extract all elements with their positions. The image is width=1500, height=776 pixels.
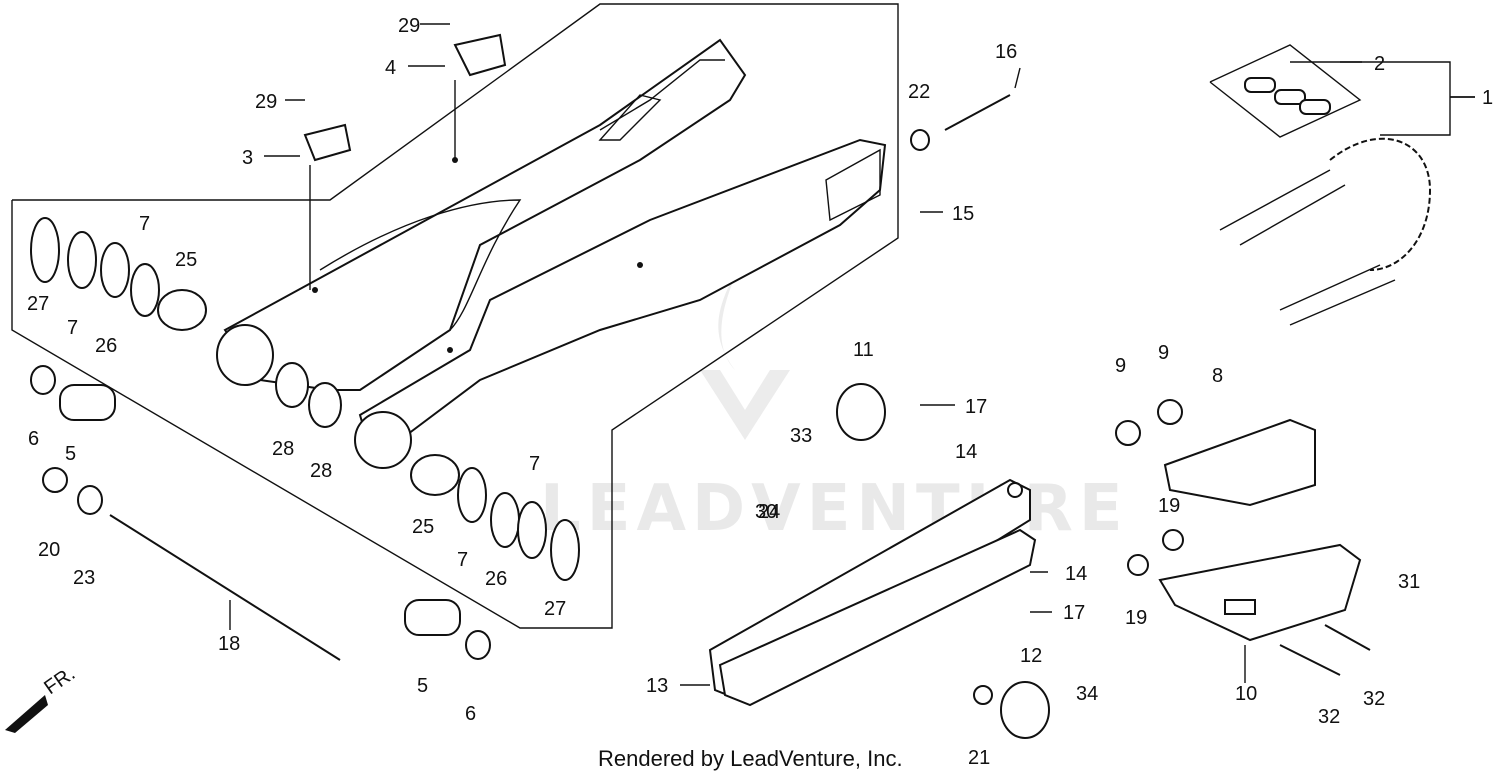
callout: 28 xyxy=(272,438,294,460)
callout: 5 xyxy=(417,675,428,697)
callout: 19 xyxy=(1158,495,1180,517)
callout: 32 xyxy=(1318,706,1340,728)
callout: 6 xyxy=(465,703,476,725)
chain-slider xyxy=(708,478,1037,707)
callout: 29 xyxy=(255,91,277,113)
callout: 17 xyxy=(1063,602,1085,624)
callout: 11 xyxy=(853,339,874,361)
callout: 18 xyxy=(218,633,240,655)
callout: 7 xyxy=(139,213,150,235)
watermark-text: LEADVENTURE xyxy=(540,472,1129,546)
callout: 20 xyxy=(38,539,60,561)
callout: 25 xyxy=(175,249,197,271)
callout: 5 xyxy=(65,443,76,465)
callout: 27 xyxy=(27,293,49,315)
callout: 28 xyxy=(310,460,332,482)
footer-credit: Rendered by LeadVenture, Inc. xyxy=(598,746,903,771)
callout: 1 xyxy=(1482,87,1493,109)
callout: 33 xyxy=(790,425,812,447)
callout: 25 xyxy=(412,516,434,538)
callout: 8 xyxy=(1212,365,1223,387)
callout: 26 xyxy=(95,335,117,357)
callout: 22 xyxy=(908,81,930,103)
callout: 14 xyxy=(1065,563,1087,585)
callout: 14 xyxy=(955,441,977,463)
callout: 6 xyxy=(28,428,39,450)
callout: 17 xyxy=(965,396,987,418)
callout: 19 xyxy=(1125,607,1147,629)
callout: 7 xyxy=(67,317,78,339)
callout: 21 xyxy=(968,747,990,769)
swingarm xyxy=(216,38,887,469)
callout: 2 xyxy=(1374,53,1385,75)
callout-labels: 1 2 3 4 5 5 6 6 7 7 7 7 8 9 9 10 11 12 1… xyxy=(27,15,1493,769)
leader-lines xyxy=(229,23,1475,686)
drive-chain xyxy=(1219,77,1432,326)
chain-guide-slider xyxy=(1163,418,1316,507)
callout: 30 xyxy=(755,501,777,523)
swingarm-group-outline xyxy=(11,3,1475,629)
callout: 10 xyxy=(1235,683,1257,705)
callout: 7 xyxy=(457,549,468,571)
callout: 26 xyxy=(485,568,507,590)
chain-guide xyxy=(1158,543,1362,642)
callout: 24 xyxy=(758,501,780,523)
callout: 13 xyxy=(646,675,668,697)
callout: 31 xyxy=(1398,571,1420,593)
callout: 29 xyxy=(398,15,420,37)
front-direction-arrow: FR. xyxy=(5,663,79,733)
callout: 27 xyxy=(544,598,566,620)
callout: 16 xyxy=(995,41,1017,63)
callout: 9 xyxy=(1158,342,1169,364)
callout: 9 xyxy=(1115,355,1126,377)
callout: 12 xyxy=(1020,645,1042,667)
callout: 3 xyxy=(242,147,253,169)
callout: 7 xyxy=(529,453,540,475)
direction-label: FR. xyxy=(40,663,79,700)
callout: 15 xyxy=(952,203,974,225)
callout: 32 xyxy=(1363,688,1385,710)
small-parts xyxy=(30,33,1371,739)
callout: 4 xyxy=(385,57,396,79)
callout: 23 xyxy=(73,567,95,589)
callout: 34 xyxy=(1076,683,1098,705)
